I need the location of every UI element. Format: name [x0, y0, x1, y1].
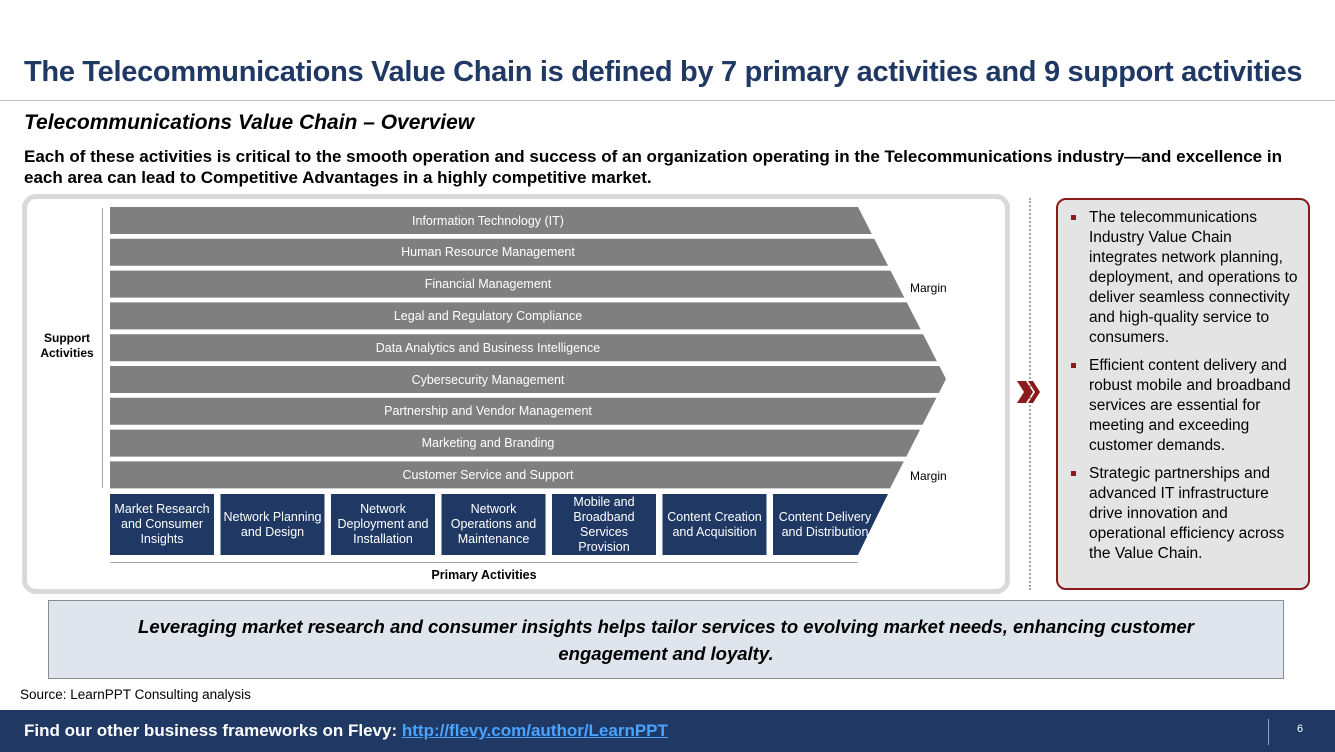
primary-activity-label: Network Deployment and Installation [337, 502, 429, 546]
title-divider [0, 100, 1335, 101]
support-activity-bar [110, 397, 937, 425]
footer-divider [1268, 719, 1269, 745]
support-activity-label: Partnership and Vendor Management [384, 404, 592, 419]
primary-activity-box [552, 494, 656, 555]
support-activity-bar [110, 334, 937, 362]
flevy-link[interactable]: http://flevy.com/author/LearnPPT [401, 721, 668, 740]
support-activity-label: Financial Management [424, 277, 552, 292]
bullet-icon [1071, 471, 1076, 476]
footer-text: Find our other business frameworks on Fl… [24, 721, 668, 740]
support-activity-bar [110, 270, 905, 298]
support-axis-line [102, 208, 103, 488]
support-activity-bar [110, 366, 946, 393]
support-activity-bar [110, 302, 921, 330]
primary-activity-label: Content Delivery and Distribution [778, 509, 872, 539]
support-activities-label: Support Activities [40, 331, 94, 360]
source-note: Source: LearnPPT Consulting analysis [20, 687, 251, 702]
support-activity-bar [110, 238, 889, 266]
primary-activity-box [110, 494, 214, 555]
notes-panel: The telecommunications Industry Value Ch… [1056, 198, 1310, 590]
page-title: The Telecommunications Value Chain is de… [24, 56, 1303, 88]
section-subtitle: Telecommunications Value Chain – Overvie… [24, 111, 475, 134]
note-item: Strategic partnerships and advanced IT i… [1068, 464, 1298, 564]
primary-activity-box [773, 494, 888, 555]
primary-activity-box [441, 494, 546, 555]
description-text: Each of these activities is critical to … [24, 147, 1282, 187]
margin-label-bottom: Margin [910, 469, 947, 483]
note-item: Efficient content delivery and robust mo… [1068, 356, 1298, 456]
page-number: 6 [1296, 723, 1304, 735]
support-activity-label: Marketing and Branding [421, 436, 555, 451]
support-activity-label: Information Technology (IT) [412, 213, 564, 228]
primary-activity-label: Market Research and Consumer Insights [114, 502, 210, 546]
support-activity-label: Customer Service and Support [402, 467, 574, 482]
support-activity-bar [110, 207, 872, 234]
primary-activity-box [220, 494, 325, 555]
support-activity-label: Human Resource Management [401, 245, 575, 260]
support-activity-bar [110, 461, 904, 489]
double-chevron-right-icon [1017, 381, 1040, 403]
footer-bar: Find our other business frameworks on Fl… [0, 710, 1335, 752]
support-activity-label: Data Analytics and Business Intelligence [375, 340, 601, 355]
support-activity-label: Legal and Regulatory Compliance [393, 308, 583, 323]
primary-activity-label: Network Planning and Design [223, 509, 322, 539]
primary-axis-line [110, 562, 858, 563]
primary-activities-label: Primary Activities [431, 568, 537, 582]
primary-activity-label: Mobile and Broadband Services Provision [573, 494, 635, 554]
bullet-icon [1071, 363, 1076, 368]
primary-activity-label: Network Operations and Maintenance [450, 502, 537, 546]
primary-activity-box [662, 494, 767, 555]
support-activity-bar [110, 429, 921, 457]
margin-label-top: Margin [910, 281, 947, 295]
primary-activity-box [331, 494, 435, 555]
primary-activity-label: Content Creation and Acquisition [667, 509, 762, 539]
callout-box: Leveraging market research and consumer … [48, 600, 1284, 679]
support-activity-label: Cybersecurity Management [411, 372, 565, 387]
bullet-icon [1071, 215, 1076, 220]
note-item: The telecommunications Industry Value Ch… [1068, 208, 1298, 348]
